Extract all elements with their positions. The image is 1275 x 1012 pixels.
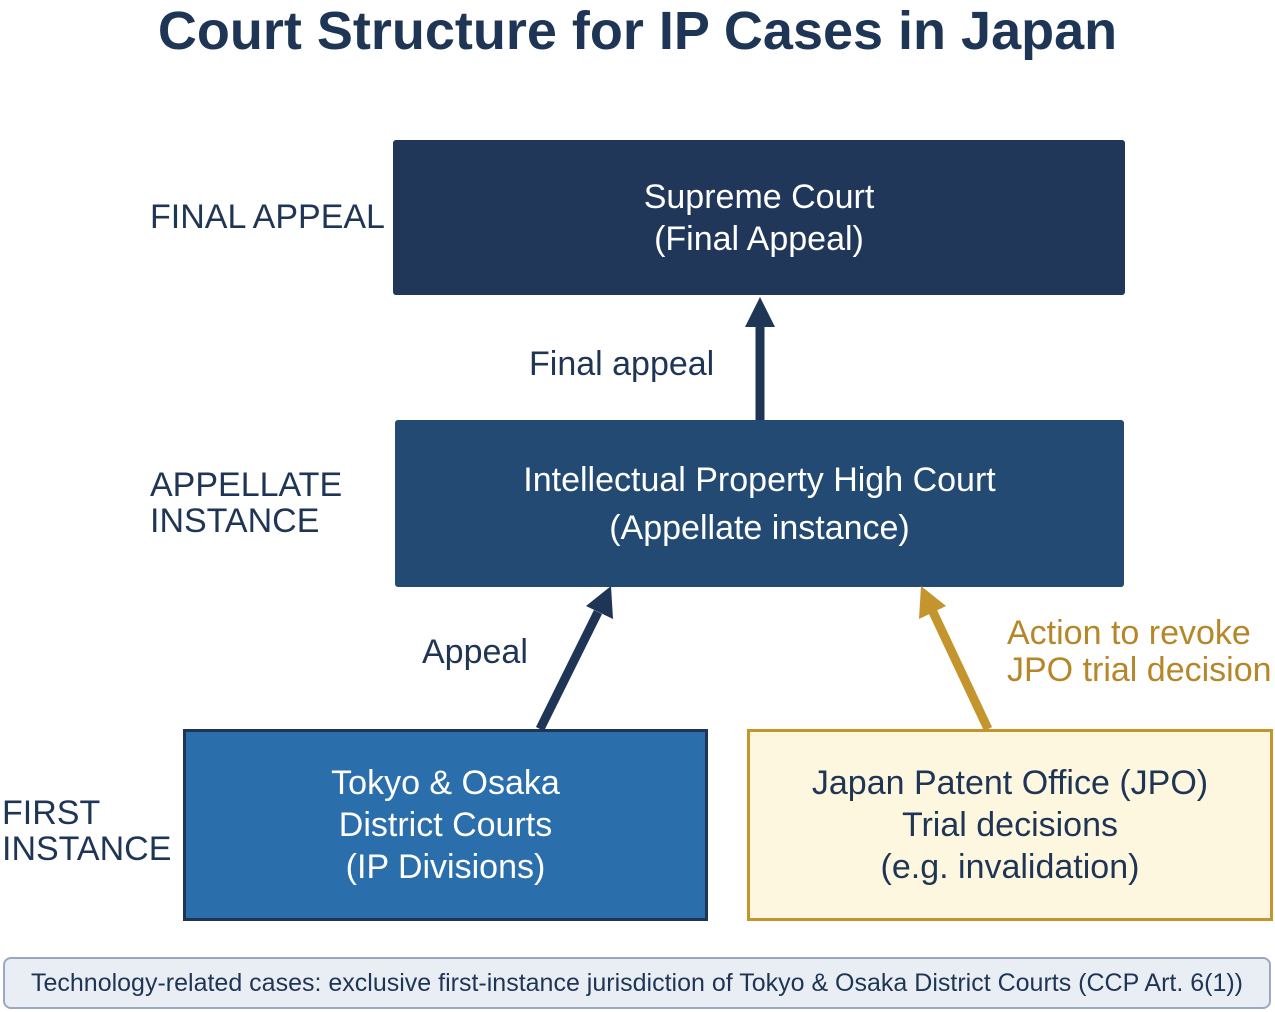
diagram-title: Court Structure for IP Cases in Japan [157,1,1118,61]
level-label-first-instance: FIRST INSTANCE [2,794,172,868]
supreme-court-name: Supreme Court [643,177,875,216]
ip-high-court-role: (Appellate instance) [609,508,910,547]
supreme-court-role: (Final Appeal) [654,219,864,258]
jpo-line-2: Trial decisions [901,806,1119,844]
district-courts-line-1: Tokyo & Osaka [331,764,560,802]
ip-high-court-box: Intellectual Property High Court (Appell… [395,420,1124,587]
jpo-box: Japan Patent Office (JPO) Trial decision… [747,729,1273,921]
ip-high-court-name: Intellectual Property High Court [523,460,996,499]
level-label-final-appeal: FINAL APPEAL [150,198,385,236]
jpo-line-3: (e.g. invalidation) [880,848,1140,886]
district-courts-line-2: District Courts [338,806,553,844]
district-courts-box: Tokyo & Osaka District Courts (IP Divisi… [183,729,708,921]
final-appeal-arrow [745,297,775,420]
district-courts-line-3: (IP Divisions) [345,848,546,886]
jpo-line-1: Japan Patent Office (JPO) [811,764,1209,802]
supreme-court-box: Supreme Court (Final Appeal) [393,140,1125,295]
appeal-edge-label: Appeal [422,633,528,671]
revoke-edge-label: Action to revoke JPO trial decision [1007,614,1272,689]
appeal-arrow [535,586,613,731]
final-appeal-edge-label: Final appeal [529,345,715,383]
footer-note: Technology-related cases: exclusive firs… [3,957,1271,1009]
footer-note-text: Technology-related cases: exclusive firs… [30,968,1244,997]
level-label-appellate-instance: APPELLATE INSTANCE [150,466,343,540]
revoke-arrow [919,586,993,731]
